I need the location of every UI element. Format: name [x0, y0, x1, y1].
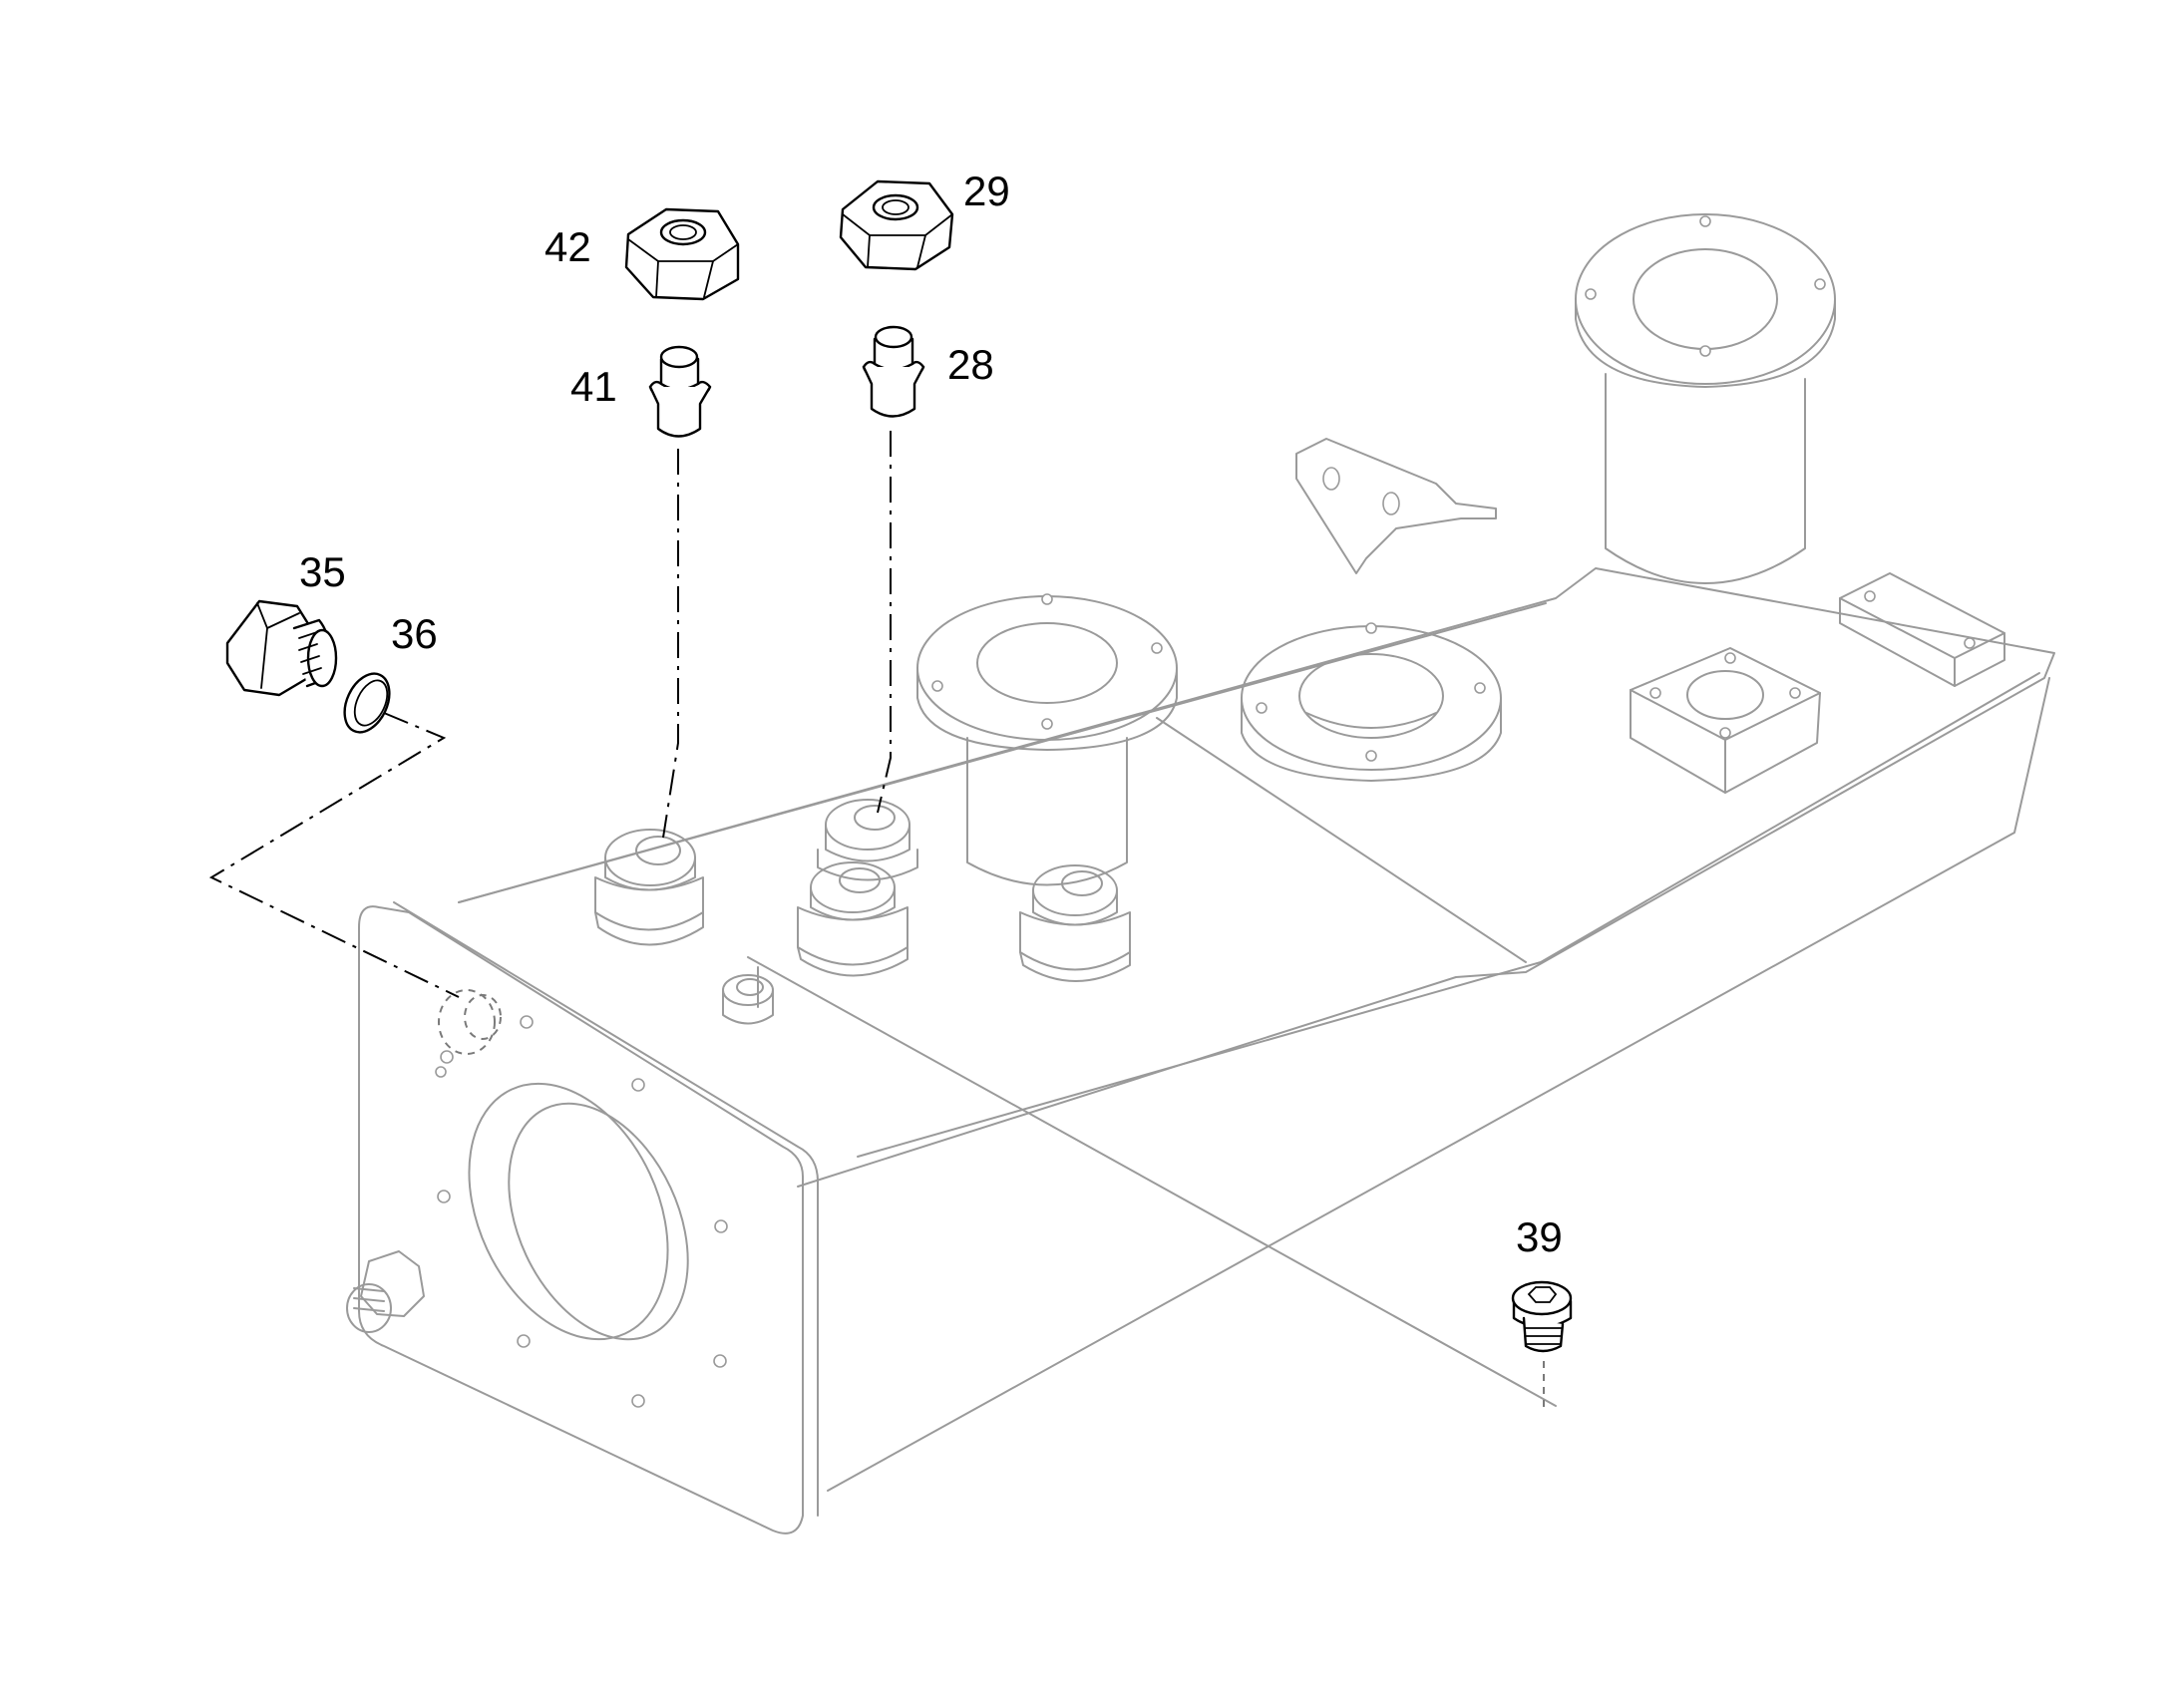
housing-body: [346, 213, 2055, 1535]
callout-35: 35: [299, 548, 346, 595]
rectangular-lug: [1839, 572, 2005, 687]
part-36-washer: [343, 672, 391, 734]
callout-36: 36: [391, 610, 438, 657]
part-28-pin: [862, 325, 925, 418]
callout-28: 28: [947, 341, 994, 388]
fitting-right: [1019, 864, 1131, 982]
part-42-hex-nut: [624, 207, 740, 301]
rear-tall-cylinder: [1575, 213, 1836, 584]
square-pad: [1630, 647, 1821, 794]
part-41-pin: [648, 345, 712, 438]
part-29-hex-nut: [839, 179, 954, 271]
left-flanged-cylinder: [916, 593, 1178, 886]
rear-bracket: [1295, 438, 1497, 574]
callout-39: 39: [1516, 1213, 1563, 1260]
callout-labels: 42 29 41 28 35 36 39: [299, 168, 1563, 1260]
callout-29: 29: [963, 168, 1010, 214]
assembly-leader-lines: [208, 431, 1545, 1411]
fitting-center-upper: [817, 799, 918, 881]
drain-stud: [346, 1250, 425, 1333]
callout-41: 41: [570, 363, 617, 410]
fitting-left: [594, 829, 704, 946]
part-35-plug: [225, 599, 338, 697]
end-flange-plate: [358, 901, 819, 1535]
callout-42: 42: [545, 223, 591, 270]
small-boss: [722, 974, 774, 1025]
part-39-socket-plug: [1511, 1280, 1573, 1353]
fitting-center-lower: [797, 861, 908, 977]
middle-flange-ring: [1241, 622, 1502, 782]
